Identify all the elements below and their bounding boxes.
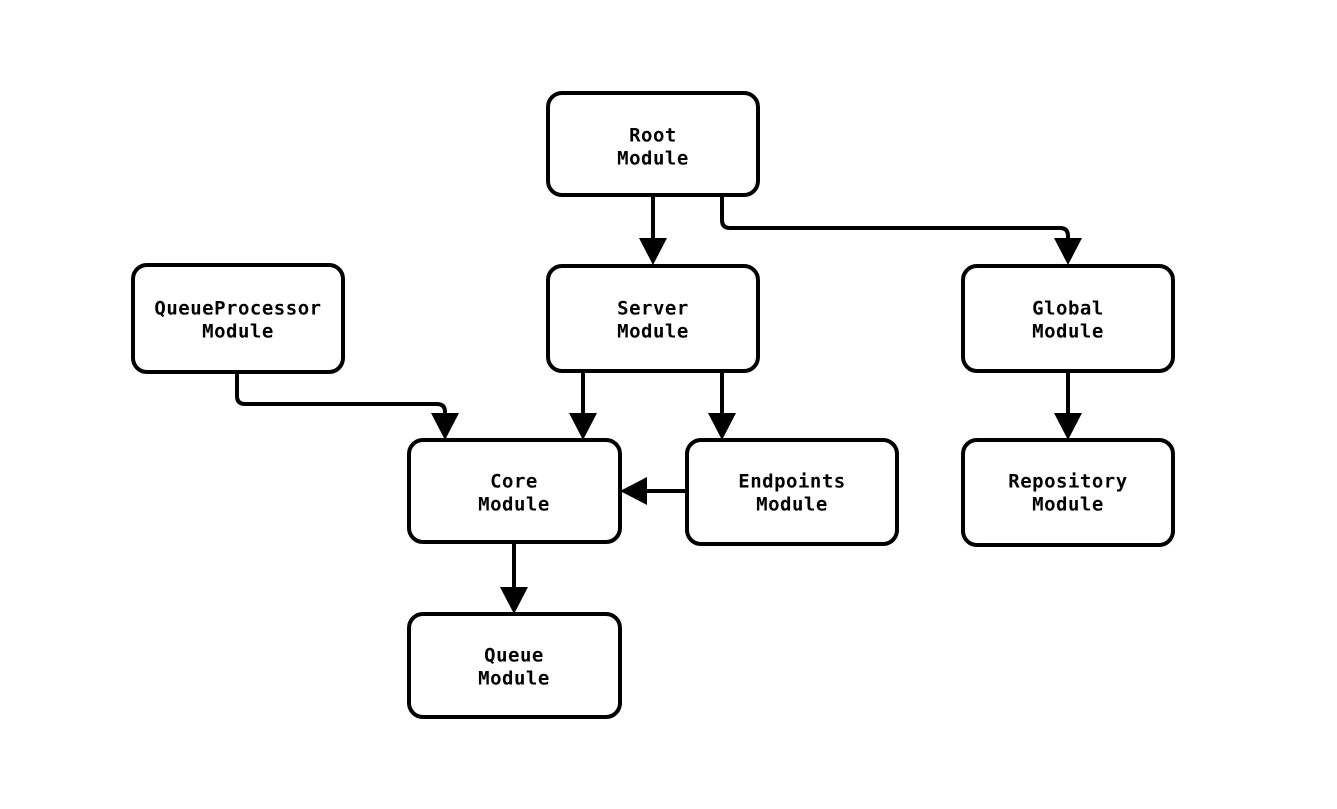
edge-endpoints-to-core-arrowhead (620, 477, 647, 505)
node-global-module-box[interactable] (961, 264, 1175, 373)
edge-server-to-core (569, 371, 597, 440)
node-global-module-label-line2: Module (1032, 321, 1104, 343)
node-root-module-box[interactable] (546, 91, 760, 197)
node-queueprocessor-module-label-line2: Module (202, 321, 274, 343)
edge-queueprocessor-to-core-arrowhead (431, 413, 459, 440)
node-repository-module-label-line2: Module (1032, 494, 1104, 516)
node-endpoints-module-label-line2: Module (756, 494, 828, 516)
node-queue-module-box[interactable] (407, 612, 622, 719)
node-endpoints-module[interactable]: Endpoints Module (685, 438, 899, 546)
edge-server-to-endpoints-arrowhead (708, 413, 736, 440)
node-repository-module-box[interactable] (961, 438, 1175, 547)
node-queue-module-label-line2: Module (478, 668, 550, 690)
node-core-module-box[interactable] (407, 438, 622, 544)
node-repository-module-label-line1: Repository (1008, 471, 1127, 493)
edge-server-to-endpoints (708, 371, 736, 440)
node-server-module[interactable]: Server Module (546, 264, 760, 373)
node-repository-module[interactable]: Repository Module (961, 438, 1175, 547)
node-queueprocessor-module-label-line1: QueueProcessor (154, 298, 321, 320)
node-core-module-label-line2: Module (478, 494, 550, 516)
node-core-module-label-line1: Core (490, 471, 538, 493)
edge-core-to-queue-arrowhead (500, 587, 528, 614)
edge-queueprocessor-to-core (235, 372, 459, 440)
node-global-module-label-line1: Global (1032, 298, 1104, 320)
edge-root-to-global-line (720, 195, 1070, 246)
edge-root-to-global (720, 195, 1082, 265)
node-root-module[interactable]: Root Module (546, 91, 760, 197)
node-server-module-label-line2: Module (617, 321, 689, 343)
edge-global-to-repository (1054, 371, 1082, 440)
edge-root-to-server-arrowhead (639, 238, 667, 265)
edge-server-to-core-arrowhead (569, 413, 597, 440)
edge-root-to-global-arrowhead (1054, 238, 1082, 265)
node-queueprocessor-module[interactable]: QueueProcessor Module (131, 263, 345, 374)
node-server-module-box[interactable] (546, 264, 760, 373)
node-root-module-label-line1: Root (629, 125, 677, 147)
edge-root-to-server (639, 195, 667, 265)
node-endpoints-module-label-line1: Endpoints (738, 471, 845, 493)
node-queue-module[interactable]: Queue Module (407, 612, 622, 719)
node-queue-module-label-line1: Queue (484, 645, 544, 667)
edge-core-to-queue (500, 542, 528, 614)
node-server-module-label-line1: Server (617, 298, 689, 320)
node-endpoints-module-box[interactable] (685, 438, 899, 546)
node-root-module-label-line2: Module (617, 148, 689, 170)
edge-endpoints-to-core (620, 477, 687, 505)
node-core-module[interactable]: Core Module (407, 438, 622, 544)
edge-global-to-repository-arrowhead (1054, 413, 1082, 440)
node-global-module[interactable]: Global Module (961, 264, 1175, 373)
edge-queueprocessor-to-core-line (235, 372, 447, 421)
node-queueprocessor-module-box[interactable] (131, 263, 345, 374)
